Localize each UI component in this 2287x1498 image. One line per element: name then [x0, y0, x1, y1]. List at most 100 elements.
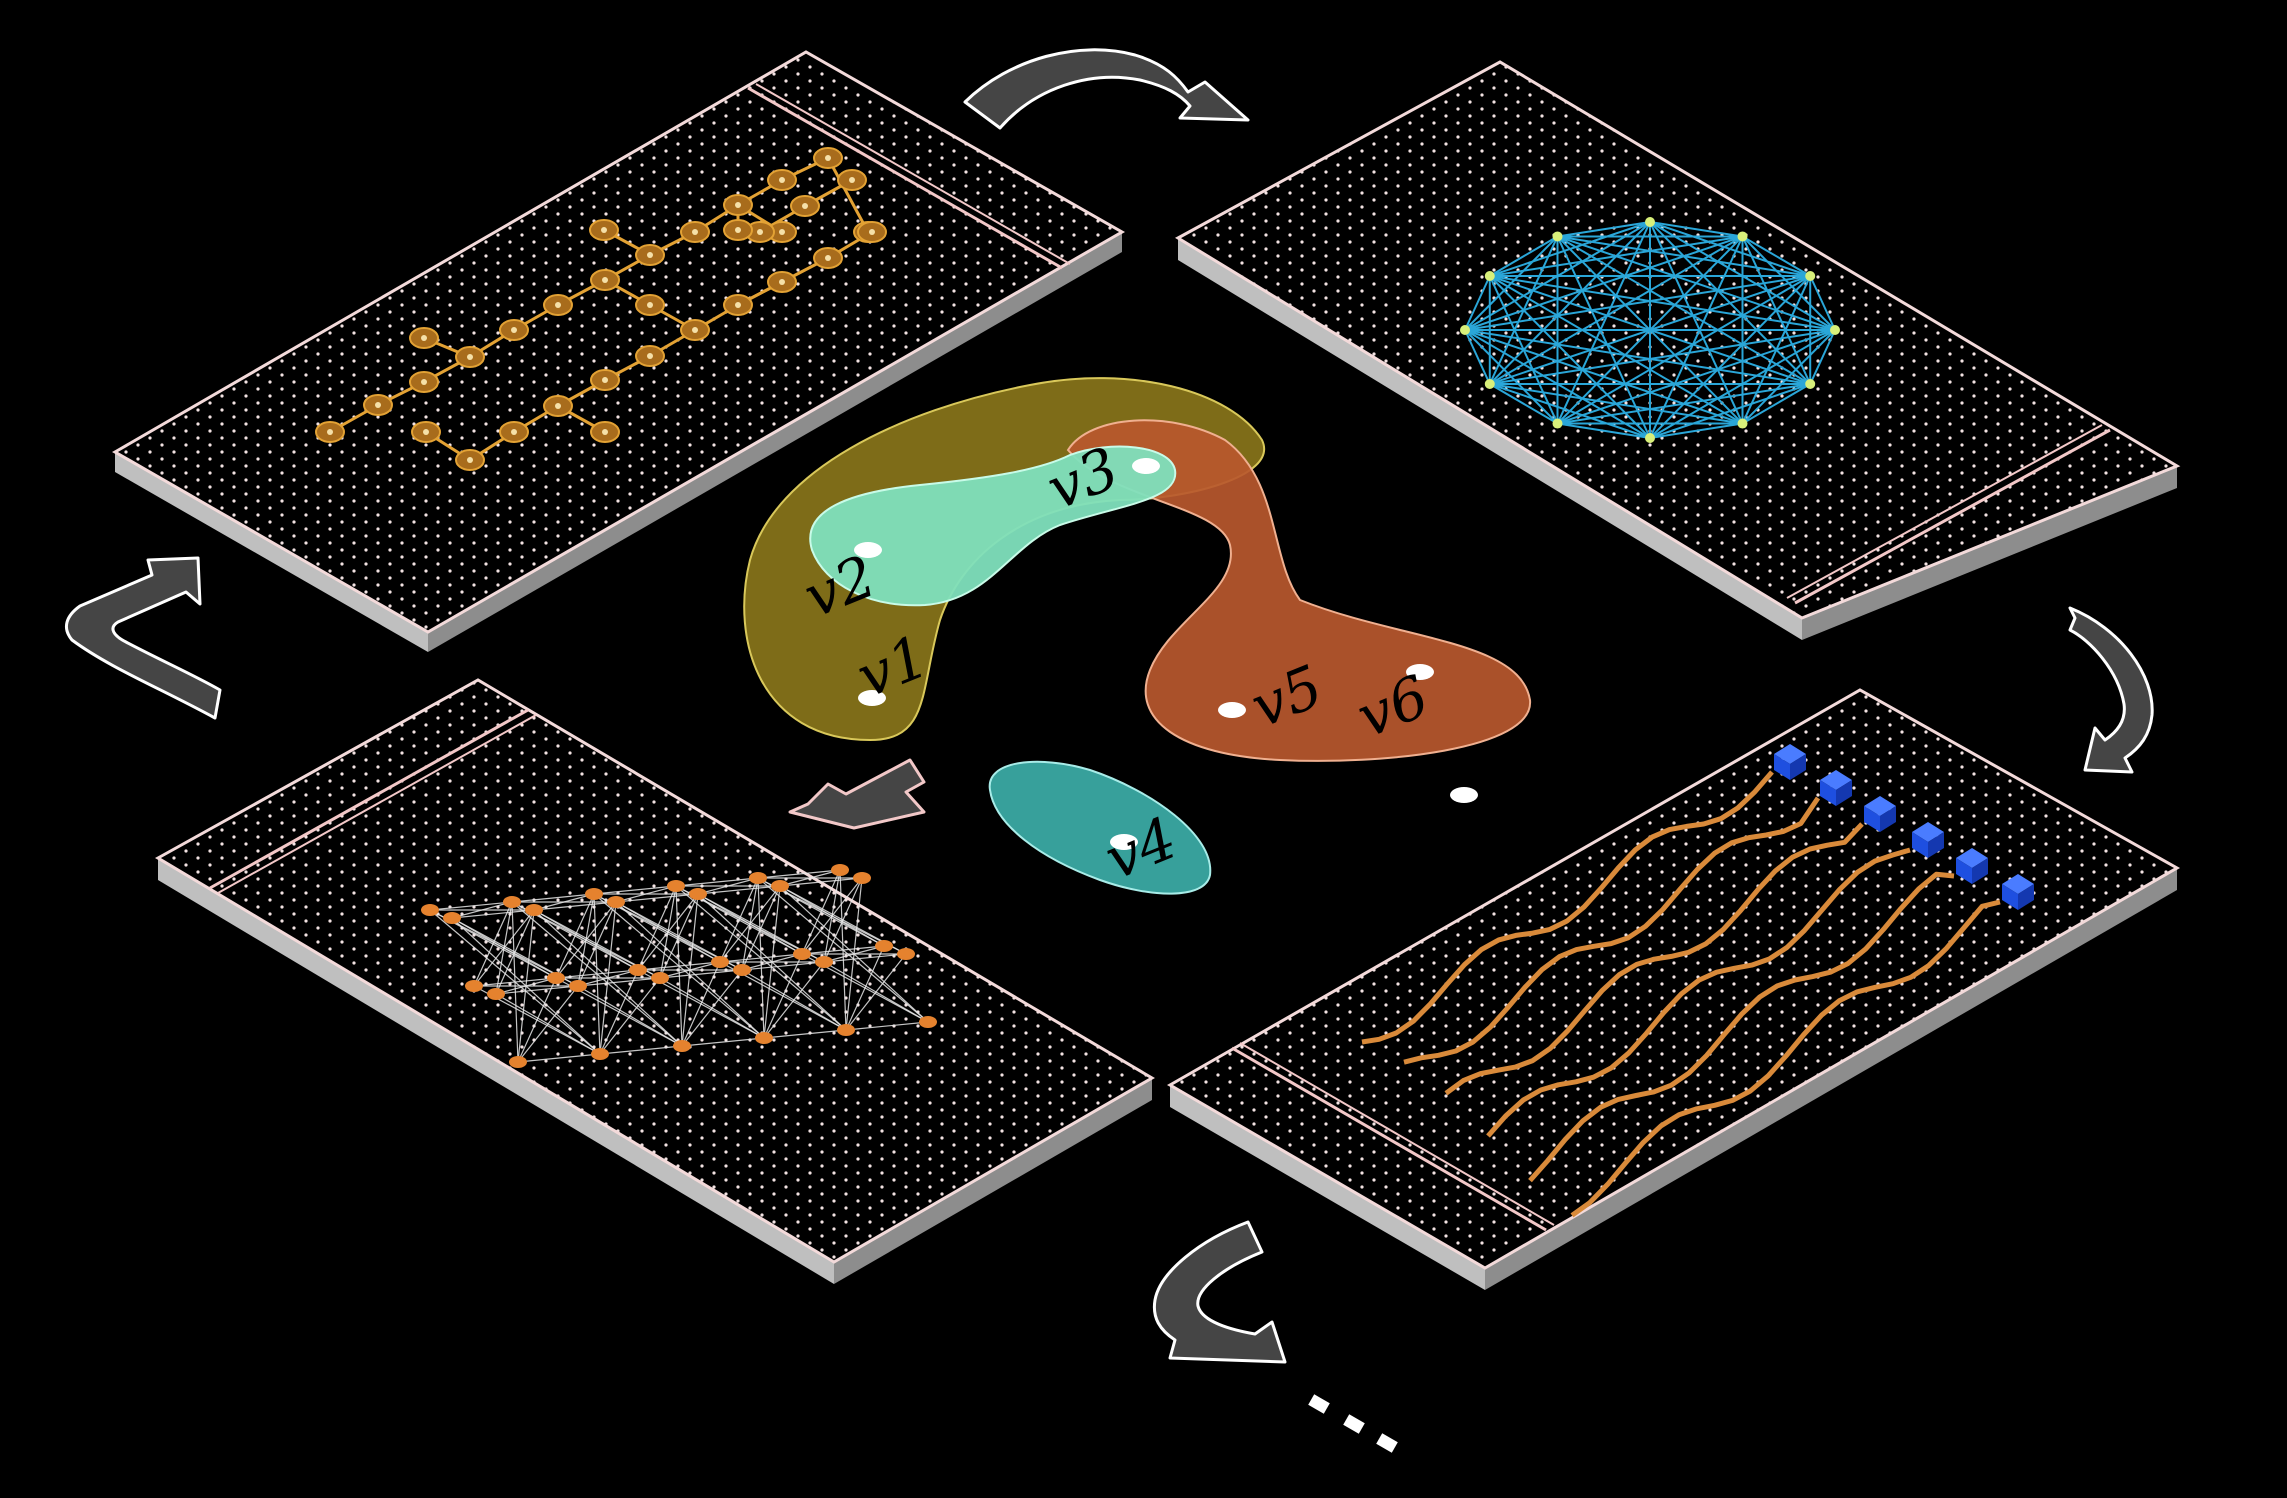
complete-edge — [1556, 235, 1811, 385]
network-edge — [675, 885, 683, 1047]
chain-node-core — [327, 429, 333, 435]
network-edge — [599, 977, 661, 1055]
network-edge — [511, 893, 595, 903]
network-edge — [741, 961, 825, 971]
network-node — [629, 964, 647, 976]
panel-side — [1485, 868, 2177, 1290]
network-node — [711, 956, 729, 968]
network-node — [585, 888, 603, 900]
network-edge — [599, 969, 639, 1055]
chain-node-core — [602, 277, 608, 283]
cube-side — [1972, 858, 1988, 884]
hypergraph: 𝑣1 𝑣2 𝑣3 𝑣4 𝑣5 𝑣6 — [743, 377, 1532, 895]
network-node — [509, 1056, 527, 1068]
complete-graph-panel — [1175, 60, 2181, 640]
chain-node-core — [825, 255, 831, 261]
network-edge — [659, 893, 699, 979]
network-node — [831, 864, 849, 876]
complete-edge — [1741, 383, 1811, 425]
network-edge — [763, 953, 803, 1039]
chain-node-core — [647, 252, 653, 258]
network-edge — [533, 901, 617, 911]
complete-edge — [1557, 235, 1811, 277]
chain-node-core — [511, 327, 517, 333]
network-node — [793, 948, 811, 960]
complete-edge — [1488, 236, 1559, 385]
complete-node — [1737, 231, 1748, 242]
panel-side — [1170, 1085, 1485, 1290]
waveguide-panel — [1166, 688, 2181, 1290]
network-node — [569, 980, 587, 992]
curved-arrow-icon — [1152, 1220, 1287, 1364]
network-node — [733, 964, 751, 976]
complete-node — [1805, 271, 1816, 281]
network-edge — [763, 1029, 847, 1039]
network-node — [443, 912, 461, 924]
network-edge — [555, 893, 595, 979]
network-edge — [697, 885, 781, 895]
complete-edge — [1556, 275, 1811, 425]
network-node — [525, 904, 543, 916]
panel-divider — [1794, 428, 2111, 605]
network-node — [607, 896, 625, 908]
complete-node — [1484, 379, 1495, 389]
network-node — [465, 980, 483, 992]
chain-edge — [826, 157, 870, 233]
chain-node-core — [421, 335, 427, 341]
network-edge — [823, 869, 841, 963]
cube-side — [1836, 780, 1852, 806]
complete-edge — [1557, 221, 1651, 238]
chain-node-core — [757, 229, 763, 235]
chain-node-core — [735, 227, 741, 233]
network-node — [771, 880, 789, 892]
complete-node — [1830, 325, 1840, 335]
hyperedge-mint — [809, 445, 1177, 607]
network-edge — [697, 877, 759, 895]
chain-node-core — [779, 177, 785, 183]
network-edge — [533, 893, 595, 911]
network-edge — [495, 901, 513, 995]
network-node — [853, 872, 871, 884]
network-edge — [577, 901, 617, 987]
waveguide — [1444, 822, 1864, 1096]
complete-graph — [1460, 217, 1840, 443]
chain-node-core — [375, 402, 381, 408]
complete-node — [1645, 217, 1655, 227]
network-edge — [517, 985, 579, 1063]
complete-edge — [1489, 275, 1836, 331]
network-edge — [719, 877, 759, 963]
network-node — [591, 1048, 609, 1060]
chain-node-core — [647, 302, 653, 308]
complete-edge — [1489, 235, 1559, 277]
chain-node-core — [692, 327, 698, 333]
complete-edge — [1489, 275, 1744, 425]
chain-node-core — [779, 279, 785, 285]
network-edge — [779, 877, 863, 887]
waveguides — [1361, 744, 2034, 1218]
network-edge — [741, 877, 759, 971]
chain-node-core — [692, 229, 698, 235]
panel-top — [111, 50, 1126, 634]
cube-side — [1864, 806, 1880, 832]
cube-side — [1774, 754, 1790, 780]
complete-edge — [1464, 329, 1491, 385]
vertex-v2 — [854, 542, 882, 558]
complete-edge — [1556, 236, 1651, 439]
chain-node-core — [825, 155, 831, 161]
chain-node-core — [735, 302, 741, 308]
network-node — [749, 872, 767, 884]
network-edge — [659, 969, 743, 979]
network-edge — [495, 985, 579, 995]
panel-side — [1178, 238, 1802, 640]
complete-edge — [1649, 221, 1744, 424]
network-node — [651, 972, 669, 984]
chain-node-core — [802, 203, 808, 209]
complete-edge — [1489, 383, 1559, 425]
complete-node — [1460, 325, 1470, 335]
network-edge — [681, 1037, 765, 1047]
chain-node-core — [849, 177, 855, 183]
chain-node-core — [869, 229, 875, 235]
network-edge — [681, 961, 721, 1047]
complete-node — [1552, 418, 1563, 429]
